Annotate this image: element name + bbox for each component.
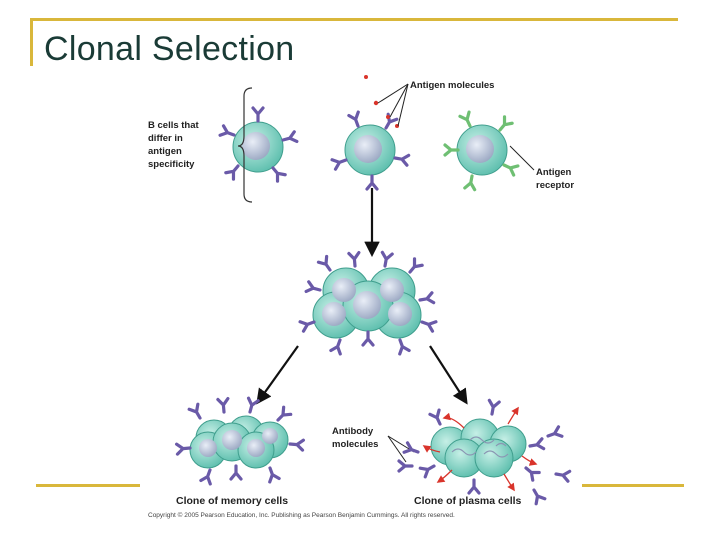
plasma-clone-label: Clone of plasma cells (414, 495, 522, 507)
antigen-molecules-label: Antigen molecules (410, 80, 494, 91)
b-cell-right (443, 110, 520, 192)
b-cells-label-line-1: B cells that (148, 120, 200, 131)
antigen-pointer-3 (397, 83, 409, 127)
plasma-arrow (429, 345, 468, 405)
memory-arrow (256, 345, 299, 405)
proliferating-clone (298, 250, 438, 356)
b-cell-selected (330, 75, 411, 191)
antigen-receptor-label-line-1: Antigen (536, 167, 572, 178)
antibody-pointer-2 (387, 435, 407, 463)
antibody-molecules-label-line-1: Antibody (332, 426, 374, 437)
footer-accent-rule-left (36, 484, 140, 487)
copyright-notice: Copyright © 2005 Pearson Education, Inc.… (148, 511, 455, 519)
receptor-pointer (509, 145, 535, 171)
b-cells-label-line-2: differ in (148, 133, 183, 144)
b-cell-left (218, 106, 299, 183)
antibody-molecules-label: Antibody molecules (332, 426, 378, 450)
memory-clone-label: Clone of memory cells (176, 495, 288, 507)
slide-title: Clonal Selection (44, 30, 295, 68)
plasma-cell-clone (397, 398, 572, 506)
antibody-molecules-label-line-2: molecules (332, 439, 378, 450)
antigen-receptor-label-line-2: receptor (536, 180, 574, 191)
title-accent-top-rule (30, 18, 678, 21)
antigen-pointer-2 (389, 83, 409, 118)
footer-accent-rule-right (582, 484, 684, 487)
antigen-pointer-1 (377, 83, 409, 104)
antigen-receptor-label: Antigen receptor (536, 167, 574, 191)
b-cells-label-line-3: antigen (148, 146, 182, 157)
title-accent-vertical-rule (30, 18, 33, 66)
b-cells-label: B cells that differ in antigen specifici… (148, 120, 201, 170)
memory-cell-clone (175, 396, 305, 486)
b-cells-label-line-4: specificity (148, 159, 195, 170)
b-cells-bracket (237, 87, 253, 203)
